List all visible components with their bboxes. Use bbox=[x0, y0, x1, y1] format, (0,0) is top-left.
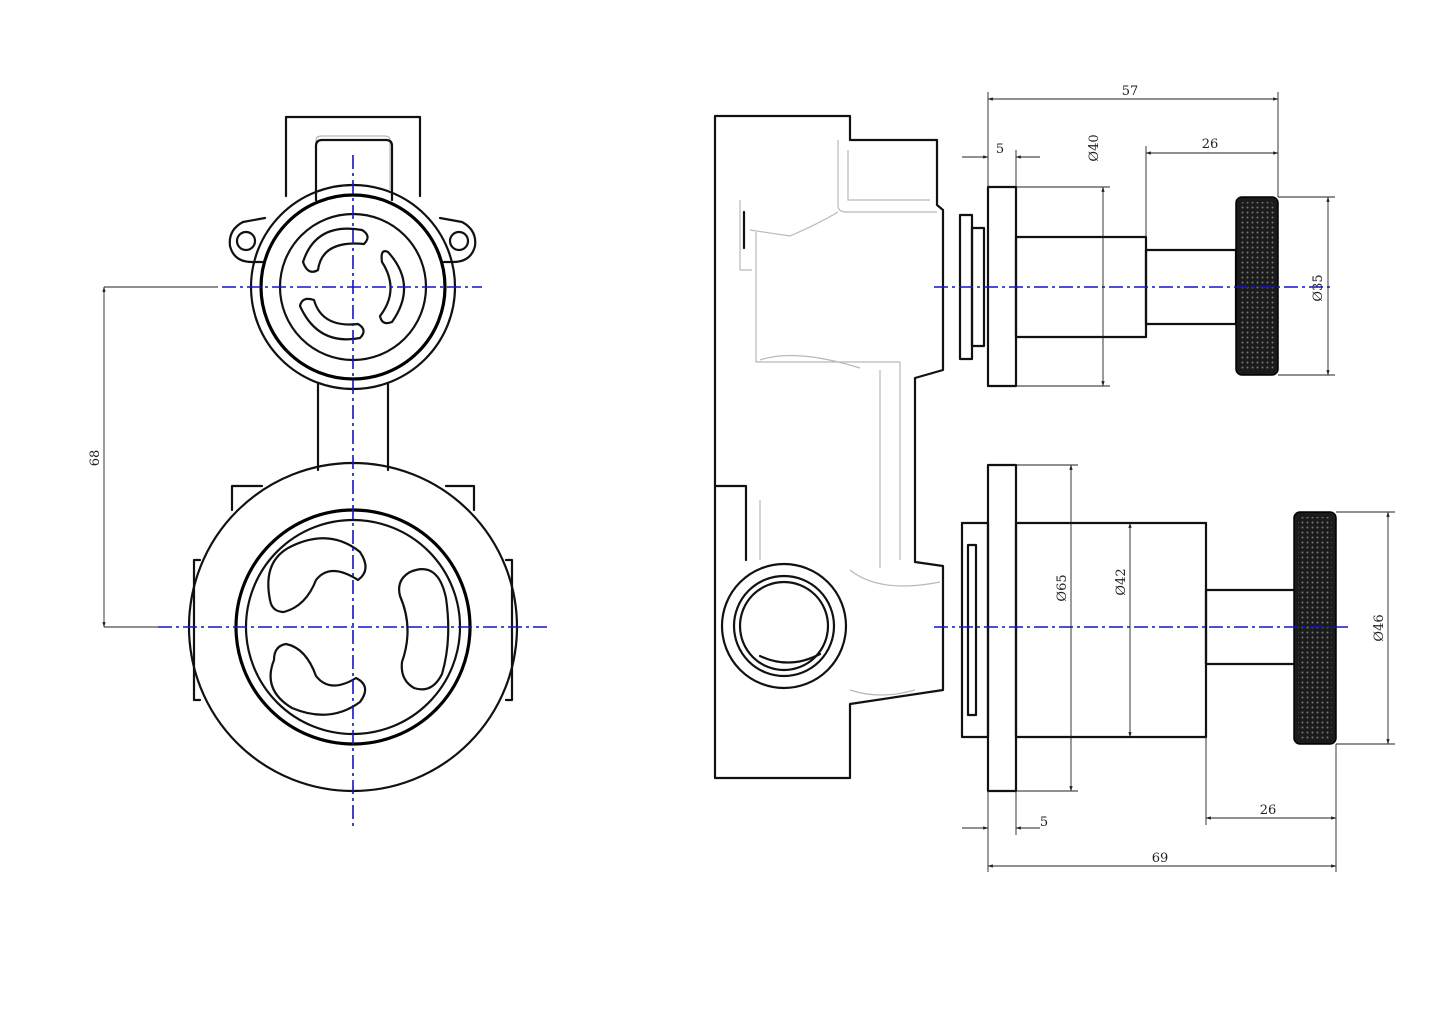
dimension-label-diameter-35: Ø35 bbox=[1311, 274, 1326, 301]
dimension-label-26-bottom: 26 bbox=[1260, 803, 1277, 818]
body-step bbox=[713, 484, 748, 562]
upper-bracket-inner bbox=[315, 135, 391, 190]
dimension-flange-diameter-top: Ø40 bbox=[1016, 134, 1110, 387]
dimension-label-5-bottom: 5 bbox=[1040, 815, 1048, 830]
dimension-label-diameter-65: Ø65 bbox=[1055, 574, 1070, 601]
lower-spindle-assembly bbox=[960, 463, 1337, 793]
dimension-label-diameter-42: Ø42 bbox=[1114, 568, 1129, 595]
left-mounting-ear bbox=[228, 216, 267, 264]
valve-body bbox=[713, 114, 945, 780]
dimension-label-diameter-40: Ø40 bbox=[1087, 134, 1102, 161]
dimension-overall-depth-top: 57 bbox=[987, 84, 1279, 197]
dimension-flange-diameter-bottom: Ø65 bbox=[1016, 464, 1078, 792]
lower-flange bbox=[986, 463, 1018, 793]
lower-side-tabs bbox=[192, 558, 514, 702]
dimension-body-diameter-bottom: Ø42 bbox=[1114, 522, 1132, 738]
dimension-label-57: 57 bbox=[1122, 84, 1139, 99]
upper-bracket bbox=[284, 115, 422, 198]
dimension-centre-spacing: 68 bbox=[88, 286, 218, 628]
dimension-knob-diameter-bottom: Ø46 bbox=[1336, 511, 1395, 745]
upper-spindle-assembly bbox=[958, 185, 1279, 388]
hidden-passages bbox=[739, 140, 941, 696]
dimension-label-68: 68 bbox=[88, 450, 103, 467]
dimension-overall-depth-bottom: 69 bbox=[987, 851, 1337, 868]
front-view: 68 bbox=[88, 115, 550, 826]
side-view: 57 5 Ø40 26 Ø35 bbox=[713, 84, 1395, 872]
right-mounting-ear bbox=[438, 216, 477, 264]
dimension-knob-offset-top: 26 bbox=[1145, 137, 1279, 237]
dimension-label-69: 69 bbox=[1152, 851, 1169, 866]
lower-body bbox=[1014, 521, 1208, 739]
dimension-label-diameter-46: Ø46 bbox=[1372, 614, 1387, 641]
dimension-label-5-top: 5 bbox=[996, 142, 1004, 157]
connecting-neck bbox=[316, 382, 390, 472]
dimension-label-26-top: 26 bbox=[1202, 137, 1219, 152]
dimension-flange-thickness-top: 5 bbox=[962, 142, 1040, 187]
dimension-knob-diameter-top: Ø35 bbox=[1278, 196, 1335, 376]
dimension-flange-thickness-bottom: 5 bbox=[962, 791, 1048, 872]
dimension-knob-offset-bottom: 26 bbox=[1205, 737, 1337, 872]
inlet-port bbox=[720, 562, 848, 690]
upper-bracket-slot bbox=[314, 138, 394, 202]
lower-bracket bbox=[230, 484, 476, 512]
